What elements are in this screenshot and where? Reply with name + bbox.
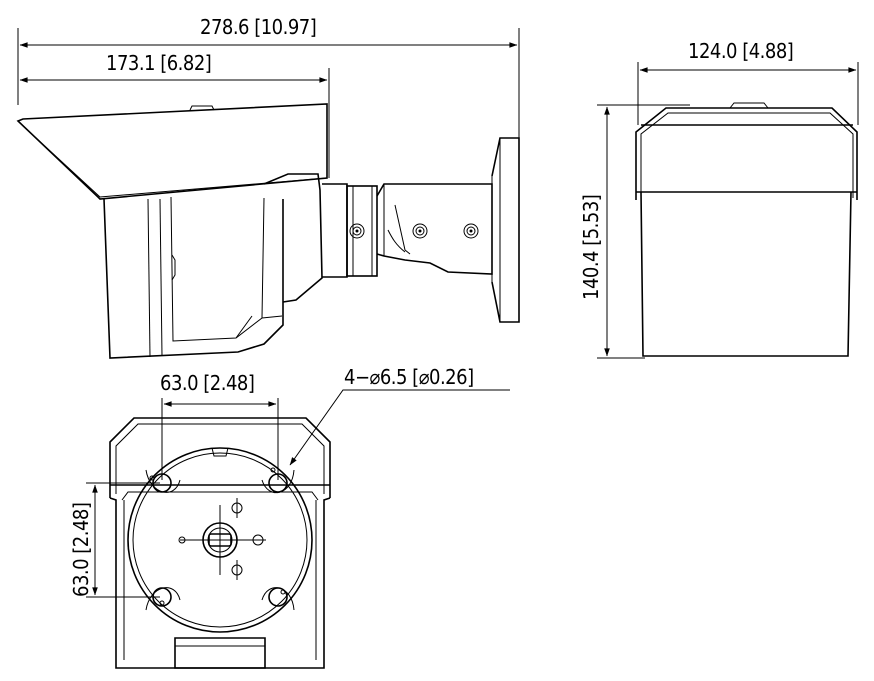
width-dimension: 124.0 [4.88] [637,39,859,125]
front-body [640,191,852,357]
body-length-dimension: 173.1 [6.82] [19,51,330,178]
horizontal-spacing-label: 63.0 [2.48] [160,371,254,395]
height-label: 140.4 [5.53] [579,195,603,300]
ball-joint [322,183,348,278]
mounting-hole [268,473,288,493]
hole-callout-label: 4−⌀6.5 [⌀0.26] [344,365,474,389]
width-label: 124.0 [4.88] [688,39,793,63]
height-dimension: 140.4 [5.53] [579,104,690,359]
overall-length-label: 278.6 [10.97] [200,15,316,39]
vertical-hole-spacing-dimension: 63.0 [2.48] [69,482,160,598]
mounting-plate [127,447,313,633]
sunshield [16,103,328,200]
bracket-neck [263,173,323,303]
wall-plate [491,137,520,323]
vertical-spacing-label: 63.0 [2.48] [69,503,93,597]
hole-callout: 4−⌀6.5 [⌀0.26] [289,365,510,466]
camera-body [103,198,284,359]
bottom-view: 63.0 [2.48] 63.0 [2.48] 4−⌀6.5 [⌀0.26] [69,365,510,669]
bracket-arm [376,183,493,275]
bottom-housing [109,417,331,498]
overall-length-dimension: 278.6 [10.97] [17,15,520,140]
front-view: 124.0 [4.88] 140.4 [5.53] [579,39,859,359]
horizontal-hole-spacing-dimension: 63.0 [2.48] [160,371,279,480]
side-view: 278.6 [10.97] 173.1 [6.82] [16,15,520,359]
body-length-label: 173.1 [6.82] [106,51,211,75]
front-sunshield [635,107,858,200]
